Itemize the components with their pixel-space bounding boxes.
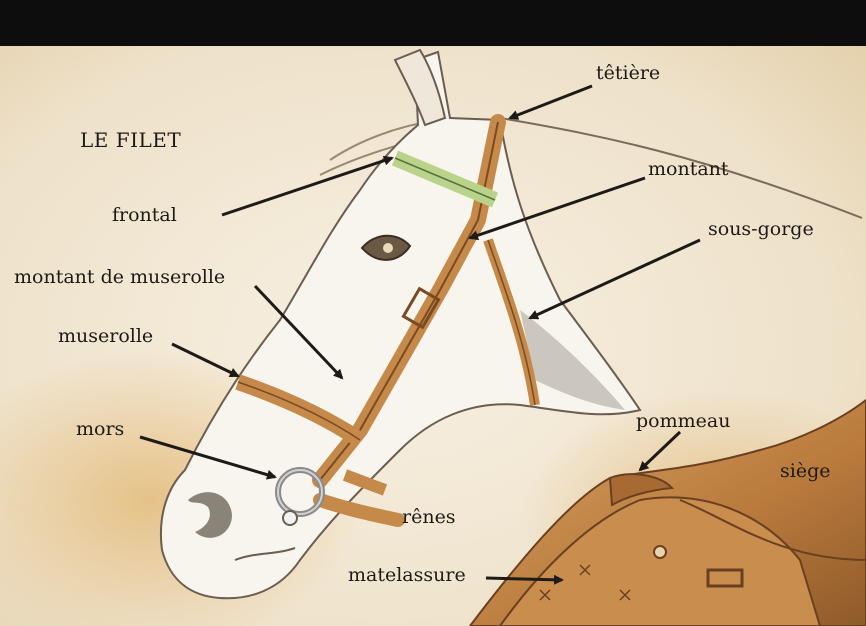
- label-montant-de-muserolle: montant de muserolle: [14, 268, 225, 287]
- label-matelassure: matelassure: [348, 566, 466, 585]
- diagram-title: LE FILET: [80, 130, 181, 150]
- label-frontal: frontal: [112, 206, 177, 225]
- label-muserolle: muserolle: [58, 327, 153, 346]
- label-tetiere: têtière: [596, 64, 660, 83]
- label-pommeau: pommeau: [636, 412, 730, 431]
- label-sous-gorge: sous-gorge: [708, 220, 814, 239]
- bit-mouthpiece: [283, 511, 297, 525]
- top-bar: [0, 0, 866, 46]
- eye-highlight: [383, 243, 393, 253]
- label-siege: siège: [780, 462, 830, 481]
- label-montant: montant: [648, 160, 729, 179]
- saddle-stud: [654, 546, 666, 558]
- label-renes: rênes: [402, 508, 456, 527]
- label-mors: mors: [76, 420, 124, 439]
- arrow-matelassure: [486, 578, 562, 580]
